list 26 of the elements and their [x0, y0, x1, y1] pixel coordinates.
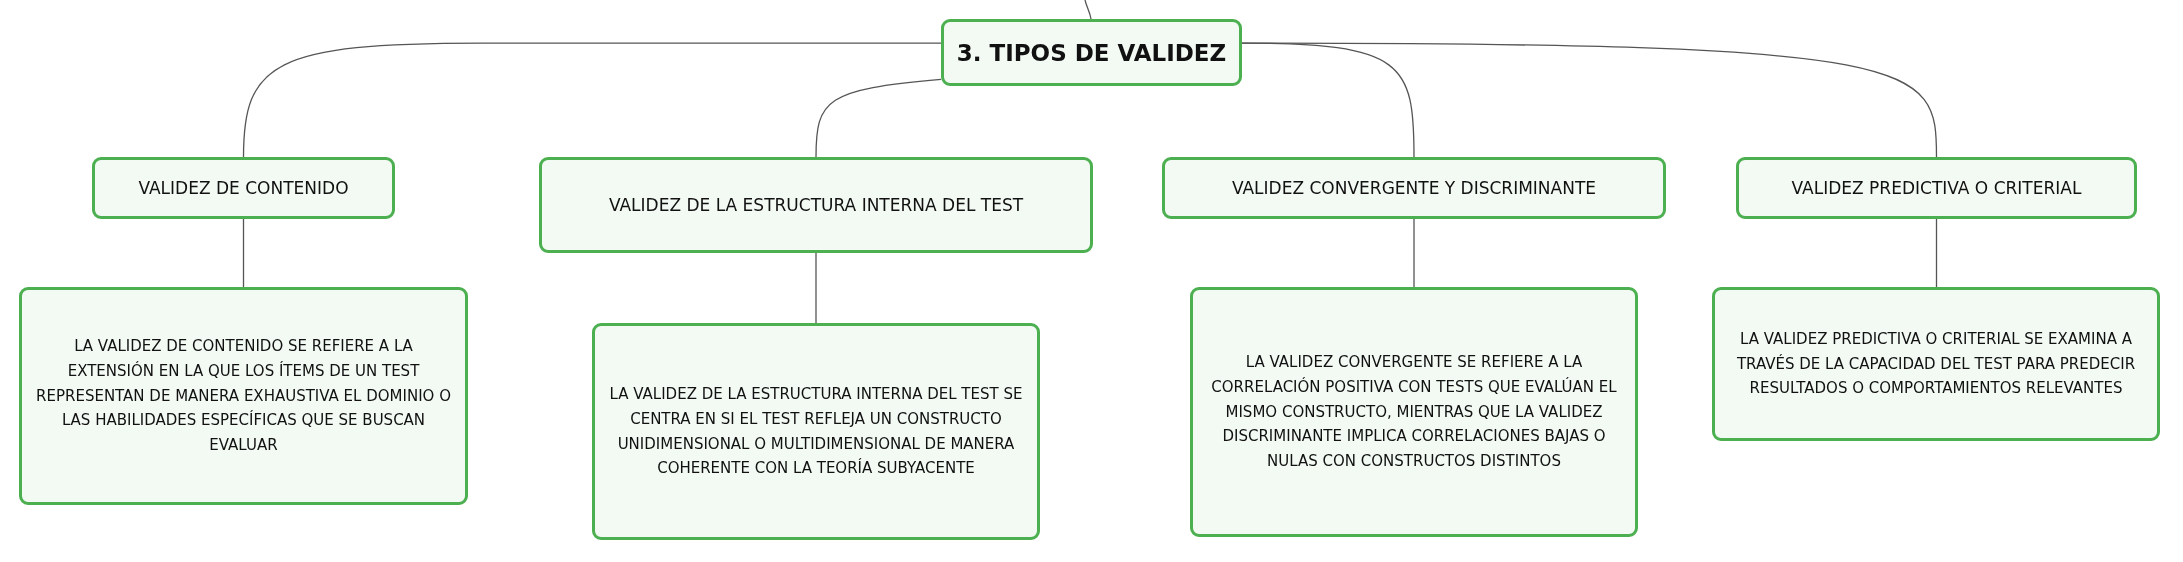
connector-line: [815, 252, 817, 324]
subtopic-box: [1162, 157, 1666, 219]
heading-text: VALIDEZ PREDICTIVA O CRITERIAL: [1791, 178, 2082, 198]
connector-line: [1084, 0, 1092, 20]
connector-line: [1413, 218, 1415, 288]
heading-text: VALIDEZ DE CONTENIDO: [138, 178, 349, 198]
description-box: [592, 323, 1040, 540]
description-text: LA VALIDEZ PREDICTIVA O CRITERIAL SE EXAMINA A TRAVÉS DE LA CAPACIDAD DEL TEST PARA PREDECIR RESULTADOS O COMPORTAMIENTOS RELEVANTES: [1735, 328, 2137, 400]
description-text: LA VALIDEZ CONVERGENTE SE REFIERE A LA CORRELACIÓN POSITIVA CON TESTS QUE EVALÚAN EL MISMO CONSTRUCTO, MIENTRAS QUE LA VALIDEZ DISCRIMINANTE IMPLICA CORRELACIONES BAJAS O NULAS CON CONSTRUCTOS DISTINTOS: [1210, 352, 1618, 473]
description-box: [19, 287, 468, 505]
subtopic-box: [539, 157, 1093, 253]
description-box: [1190, 287, 1638, 537]
connector-line: [242, 218, 245, 288]
subtopic-box: [1736, 157, 2137, 219]
connector-line: [815, 78, 942, 158]
connector-line: [1241, 42, 1938, 158]
description-text: LA VALIDEZ DE CONTENIDO SE REFIERE A LA EXTENSIÓN EN LA QUE LOS ÍTEMS DE UN TEST REPRESENTAN DE MANERA EXHAUSTIVA EL DOMINIO O LAS HABILIDADES ESPECÍFICAS QUE SE BUSCAN EVALUAR: [35, 336, 452, 457]
heading-text: 3. TIPOS DE VALIDEZ: [956, 39, 1227, 66]
subtopic-box: [92, 157, 395, 219]
description-box: [1712, 287, 2160, 441]
connector-line: [1935, 218, 1938, 288]
description-text: LA VALIDEZ DE LA ESTRUCTURA INTERNA DEL TEST SE CENTRA EN SI EL TEST REFLEJA UN CONSTRUCTO UNIDIMENSIONAL O MULTIDIMENSIONAL DE MANERA COHERENTE CON LA TEORÍA SUBYACENTE: [608, 384, 1024, 480]
topic-box: [941, 19, 1242, 86]
heading-text: VALIDEZ CONVERGENTE Y DISCRIMINANTE: [1231, 178, 1597, 198]
connector-line: [242, 42, 942, 158]
heading-text: VALIDEZ DE LA ESTRUCTURA INTERNA DEL TEST: [608, 195, 1024, 215]
